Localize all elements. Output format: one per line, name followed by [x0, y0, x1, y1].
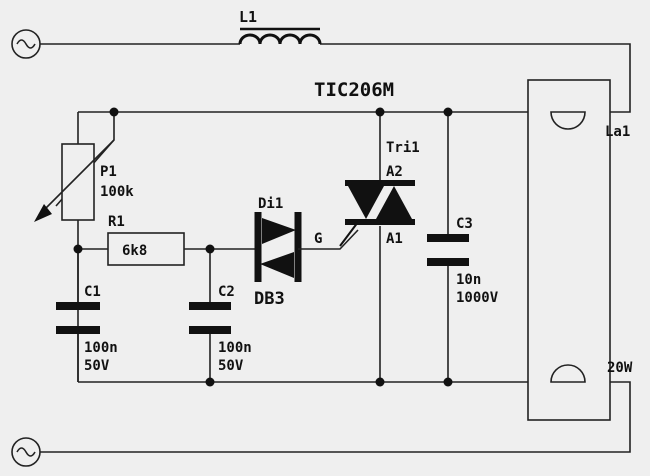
lamp-ref-label: La1 [605, 124, 630, 140]
triac-a2-label: A2 [386, 164, 403, 180]
capacitor-c3-icon [427, 234, 469, 266]
junction-dots [73, 107, 453, 387]
potentiometer-wiper-icon [41, 139, 115, 213]
triac-ref-label: Tri1 [386, 140, 420, 156]
c3-value-label: 10n [456, 272, 481, 288]
c3-voltage-label: 1000V [456, 290, 499, 306]
capacitor-c1-icon [56, 302, 100, 334]
r1-ref-label: R1 [108, 214, 125, 230]
diac-to-gate-wire [298, 229, 359, 250]
c2-value-label: 100n [218, 340, 252, 356]
potentiometer-p1-body [61, 143, 95, 221]
p1-ref-label: P1 [100, 164, 117, 180]
diac-part-label: DB3 [254, 289, 285, 309]
lamp-la1 [527, 79, 611, 421]
inductor-l1-icon [238, 27, 322, 45]
c2-voltage-label: 50V [218, 358, 244, 374]
triac-tri1-icon [339, 180, 415, 247]
triac-a1-label: A1 [386, 231, 403, 247]
l1-label: L1 [239, 8, 257, 26]
wiper-arrow-icon [34, 204, 52, 222]
diac-ref-label: Di1 [258, 196, 283, 212]
mains-wire-top [40, 43, 631, 113]
lamp-power-label: 20W [607, 360, 633, 376]
c3-ref-label: C3 [456, 216, 473, 232]
p1-value-label: 100k [100, 184, 134, 200]
mains-wire-bottom [40, 381, 631, 453]
c2-ref-label: C2 [218, 284, 235, 300]
resistor-r1-body [107, 232, 185, 266]
triac-g-label: G [314, 231, 322, 247]
ac-source-top-icon [11, 29, 41, 59]
capacitor-c2-icon [189, 302, 231, 334]
diac-di1-icon [254, 212, 302, 282]
c1-ref-label: C1 [84, 284, 101, 300]
c1-voltage-label: 50V [84, 358, 110, 374]
triac-part-label: TIC206M [314, 79, 394, 101]
c1-value-label: 100n [84, 340, 118, 356]
ac-source-bottom-icon [11, 437, 41, 467]
r1-value-label: 6k8 [122, 243, 147, 259]
